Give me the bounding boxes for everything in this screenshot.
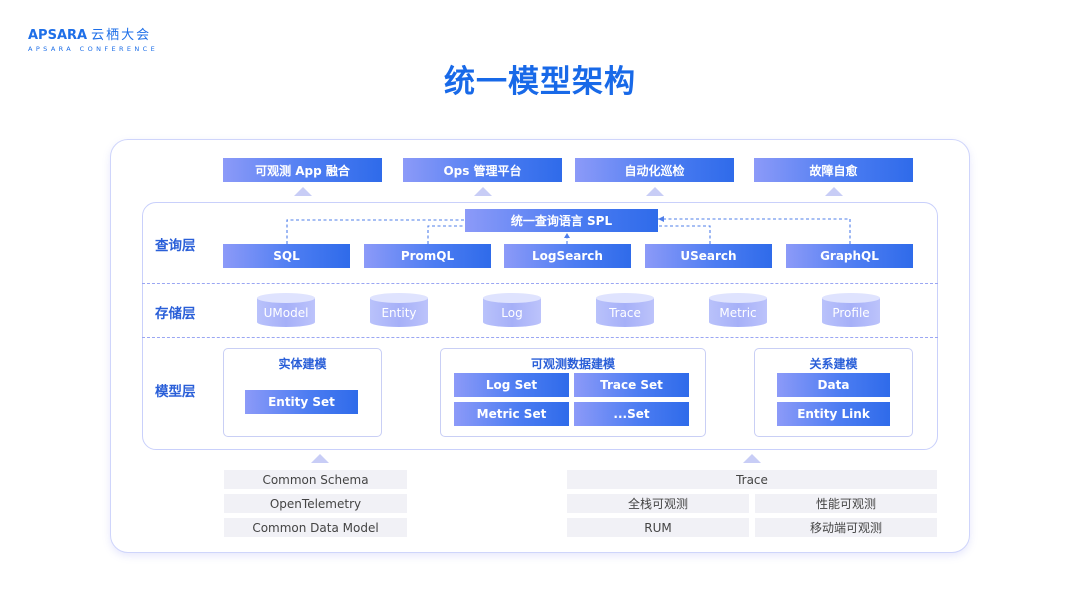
- arrow-up-icon: [646, 187, 664, 196]
- logo-brand-en: APSARA: [28, 28, 88, 43]
- logo-brand-cn: 云栖大会: [91, 28, 152, 43]
- arrow-up-icon: [294, 187, 312, 196]
- layer-divider: [142, 337, 938, 338]
- app-auto-inspection: 自动化巡检: [575, 158, 734, 182]
- storage-trace: Trace: [596, 293, 654, 327]
- app-ops-platform: Ops 管理平台: [403, 158, 562, 182]
- query-layer-label: 查询层: [155, 238, 196, 254]
- model-layer-label: 模型层: [155, 384, 196, 400]
- app-observability-fusion: 可观测 App 融合: [223, 158, 382, 182]
- arrow-up-icon: [743, 454, 761, 463]
- entity-link: Entity Link: [777, 402, 890, 426]
- arrow-up-icon: [474, 187, 492, 196]
- log-set: Log Set: [454, 373, 569, 397]
- metric-set: Metric Set: [454, 402, 569, 426]
- engine-promql: PromQL: [364, 244, 491, 268]
- foundation-rum: RUM: [567, 518, 749, 537]
- storage-label: Trace: [609, 306, 641, 320]
- group-title: 关系建模: [809, 357, 858, 371]
- logo-subtitle: APSARA CONFERENCE: [28, 45, 159, 53]
- engine-graphql: GraphQL: [786, 244, 913, 268]
- arrow-up-icon: [311, 454, 329, 463]
- foundation-trace: Trace: [567, 470, 937, 489]
- trace-set: Trace Set: [574, 373, 689, 397]
- spl-box: 统一查询语言 SPL: [465, 209, 658, 232]
- foundation-common-data-model: Common Data Model: [224, 518, 407, 537]
- entity-set: Entity Set: [245, 390, 358, 414]
- storage-metric: Metric: [709, 293, 767, 327]
- layers-container: [142, 202, 938, 450]
- storage-layer-label: 存储层: [155, 306, 196, 322]
- arrow-up-icon: [825, 187, 843, 196]
- storage-entity: Entity: [370, 293, 428, 327]
- engine-sql: SQL: [223, 244, 350, 268]
- more-set: ...Set: [574, 402, 689, 426]
- storage-label: Profile: [832, 306, 870, 320]
- engine-usearch: USearch: [645, 244, 772, 268]
- storage-label: Log: [501, 306, 523, 320]
- group-title: 可观测数据建模: [530, 357, 615, 371]
- storage-label: UModel: [263, 306, 309, 320]
- storage-log: Log: [483, 293, 541, 327]
- foundation-performance: 性能可观测: [755, 494, 937, 513]
- page-title: 统一模型架构: [444, 64, 636, 100]
- storage-profile: Profile: [822, 293, 880, 327]
- foundation-common-schema: Common Schema: [224, 470, 407, 489]
- foundation-opentelemetry: OpenTelemetry: [224, 494, 407, 513]
- storage-umodel: UModel: [257, 293, 315, 327]
- engine-logsearch: LogSearch: [504, 244, 631, 268]
- storage-label: Metric: [719, 306, 757, 320]
- layer-divider: [142, 283, 938, 284]
- group-title: 实体建模: [278, 357, 327, 371]
- foundation-mobile: 移动端可观测: [755, 518, 937, 537]
- storage-label: Entity: [381, 306, 417, 320]
- foundation-fullstack: 全栈可观测: [567, 494, 749, 513]
- relation-data: Data: [777, 373, 890, 397]
- app-self-healing: 故障自愈: [754, 158, 913, 182]
